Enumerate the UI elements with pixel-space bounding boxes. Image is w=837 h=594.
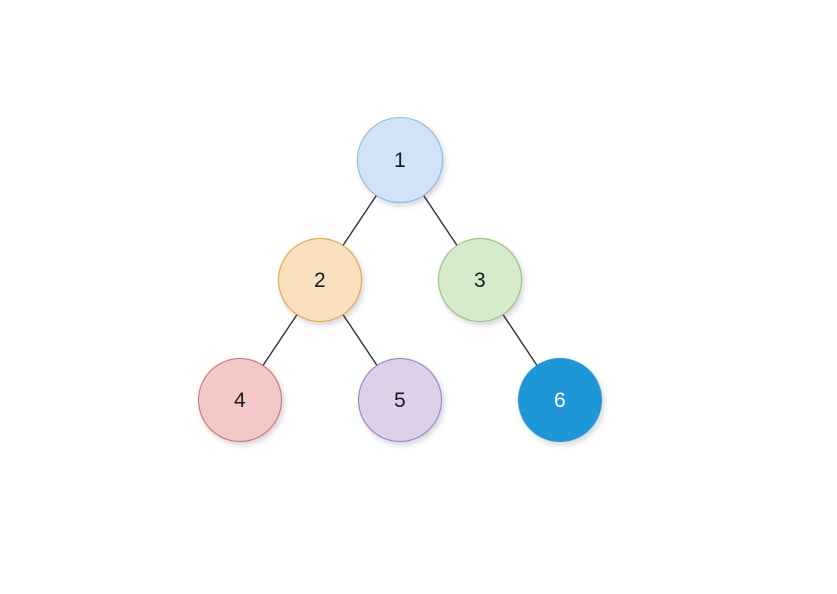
- graph-node-2[interactable]: 2: [278, 238, 362, 322]
- graph-node-4[interactable]: 4: [198, 358, 282, 442]
- graph-node-5[interactable]: 5: [358, 358, 442, 442]
- graph-node-label: 4: [234, 388, 246, 412]
- graph-node-6[interactable]: 6: [518, 358, 602, 442]
- graph-edge[interactable]: [342, 314, 378, 366]
- graph-edge[interactable]: [502, 314, 538, 366]
- graph-edge[interactable]: [262, 314, 298, 366]
- graph-node-3[interactable]: 3: [438, 238, 522, 322]
- graph-node-label: 6: [554, 388, 566, 412]
- graph-edge[interactable]: [342, 195, 377, 246]
- graph-node-label: 1: [394, 148, 406, 172]
- graph-node-1[interactable]: 1: [357, 117, 443, 203]
- graph-node-label: 5: [394, 388, 406, 412]
- graph-edge[interactable]: [423, 195, 458, 246]
- graph-node-label: 2: [314, 268, 326, 292]
- edges-group: [262, 195, 538, 366]
- graph-node-label: 3: [474, 268, 486, 292]
